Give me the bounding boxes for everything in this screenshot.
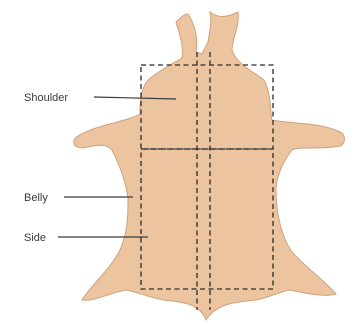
shoulder-label: Shoulder bbox=[24, 92, 68, 104]
belly-label: Belly bbox=[24, 192, 48, 204]
cowhide-shape bbox=[74, 12, 345, 320]
side-label: Side bbox=[24, 232, 46, 244]
